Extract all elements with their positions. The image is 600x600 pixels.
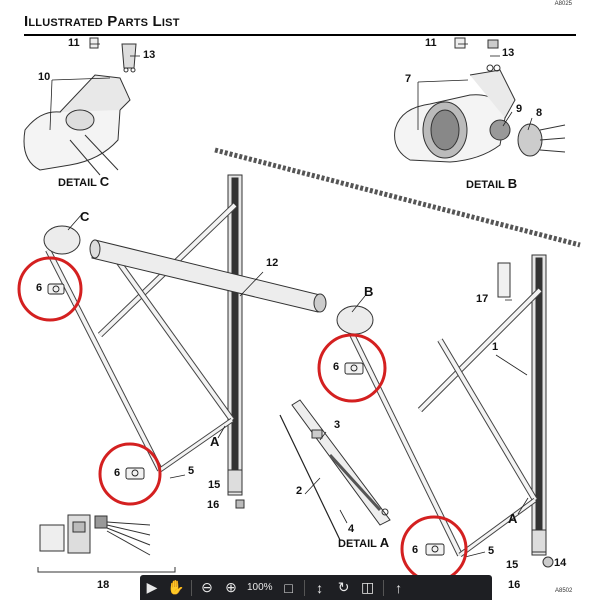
callout-8: 8 — [536, 107, 543, 119]
document-code: A8025 — [554, 1, 572, 7]
callout-3: 3 — [334, 419, 341, 431]
detail-b-artwork — [394, 37, 566, 163]
zoom-level[interactable]: 100% — [247, 582, 273, 593]
callout-6: 6 — [36, 282, 43, 294]
callout-6: 6 — [412, 544, 419, 556]
detail-c-caption: DETAIL C — [58, 174, 109, 189]
zoom-out-icon[interactable]: ⊖ — [201, 579, 213, 595]
callout-letter-c: C — [80, 209, 90, 224]
callout-10: 10 — [38, 71, 51, 83]
detail-c-artwork — [23, 37, 137, 176]
callout-13: 13 — [502, 47, 515, 59]
wall-rail — [214, 147, 581, 248]
callout-1: 1 — [492, 341, 499, 353]
detail-b-word: DETAIL — [466, 179, 505, 191]
callout-13: 13 — [143, 49, 156, 61]
export-icon[interactable]: ◫ — [360, 579, 375, 595]
detail-a-letter: A — [379, 535, 390, 550]
callout-6: 6 — [333, 361, 340, 373]
callout-14: 14 — [554, 557, 567, 569]
highlight-circle-3 — [98, 442, 162, 506]
toolbar-separator — [382, 579, 384, 596]
callout-18: 18 — [97, 579, 110, 591]
callout-9: 9 — [516, 103, 523, 115]
callout-12: 12 — [266, 257, 279, 269]
toolbar-separator — [191, 579, 192, 596]
toolbar-separator — [303, 579, 305, 596]
callout-16: 16 — [508, 579, 521, 591]
detail-a-caption: DETAIL A — [338, 535, 389, 550]
callout-5: 5 — [488, 545, 495, 557]
callout-15: 15 — [208, 479, 221, 491]
share-icon[interactable]: ↑ — [395, 579, 403, 596]
callout-5: 5 — [188, 465, 195, 477]
detail-b-letter: B — [507, 176, 518, 191]
callout-letter-a: A — [210, 434, 220, 449]
fit-icon[interactable]: ↕ — [316, 579, 324, 596]
part-6-brackets — [47, 283, 445, 556]
select-arrow-icon[interactable]: ▶ — [146, 579, 158, 595]
callout-11: 11 — [68, 37, 80, 49]
roller-tube — [89, 239, 327, 313]
highlight-circles — [17, 256, 468, 583]
hand-tool-icon[interactable]: ✋ — [167, 579, 185, 595]
rotate-icon[interactable]: ↻ — [337, 579, 350, 595]
callout-7: 7 — [405, 73, 412, 85]
left-arm-assembly — [43, 174, 245, 509]
page-title: Illustrated Parts List — [24, 13, 180, 30]
callout-4: 4 — [348, 523, 355, 535]
callout-2: 2 — [296, 485, 303, 497]
callout-15: 15 — [506, 559, 519, 571]
page-icon[interactable]: □ — [284, 579, 293, 596]
detail-c-word: DETAIL — [58, 177, 97, 189]
viewer-toolbar: ▶ ✋ ⊖ ⊕ 100% □ ↕ ↻ ◫ ↑ — [140, 575, 492, 600]
title-rule — [24, 34, 576, 36]
switch-plate-artwork — [37, 514, 176, 573]
highlight-circle-2 — [317, 333, 387, 403]
callout-letter-a: A — [508, 511, 518, 526]
callout-16: 16 — [207, 499, 220, 511]
detail-c-letter: C — [99, 174, 110, 189]
detail-a-word: DETAIL — [338, 538, 377, 550]
detail-a-artwork — [279, 399, 391, 541]
callout-17: 17 — [476, 293, 489, 305]
callout-6: 6 — [114, 467, 121, 479]
figure-code: A8502 — [555, 588, 573, 594]
detail-b-caption: DETAIL B — [466, 176, 517, 191]
callout-11: 11 — [425, 37, 437, 49]
callout-letter-b: B — [364, 284, 374, 299]
zoom-in-icon[interactable]: ⊕ — [225, 579, 237, 595]
item-17-strip — [497, 262, 511, 298]
highlight-circle-1 — [17, 256, 83, 322]
